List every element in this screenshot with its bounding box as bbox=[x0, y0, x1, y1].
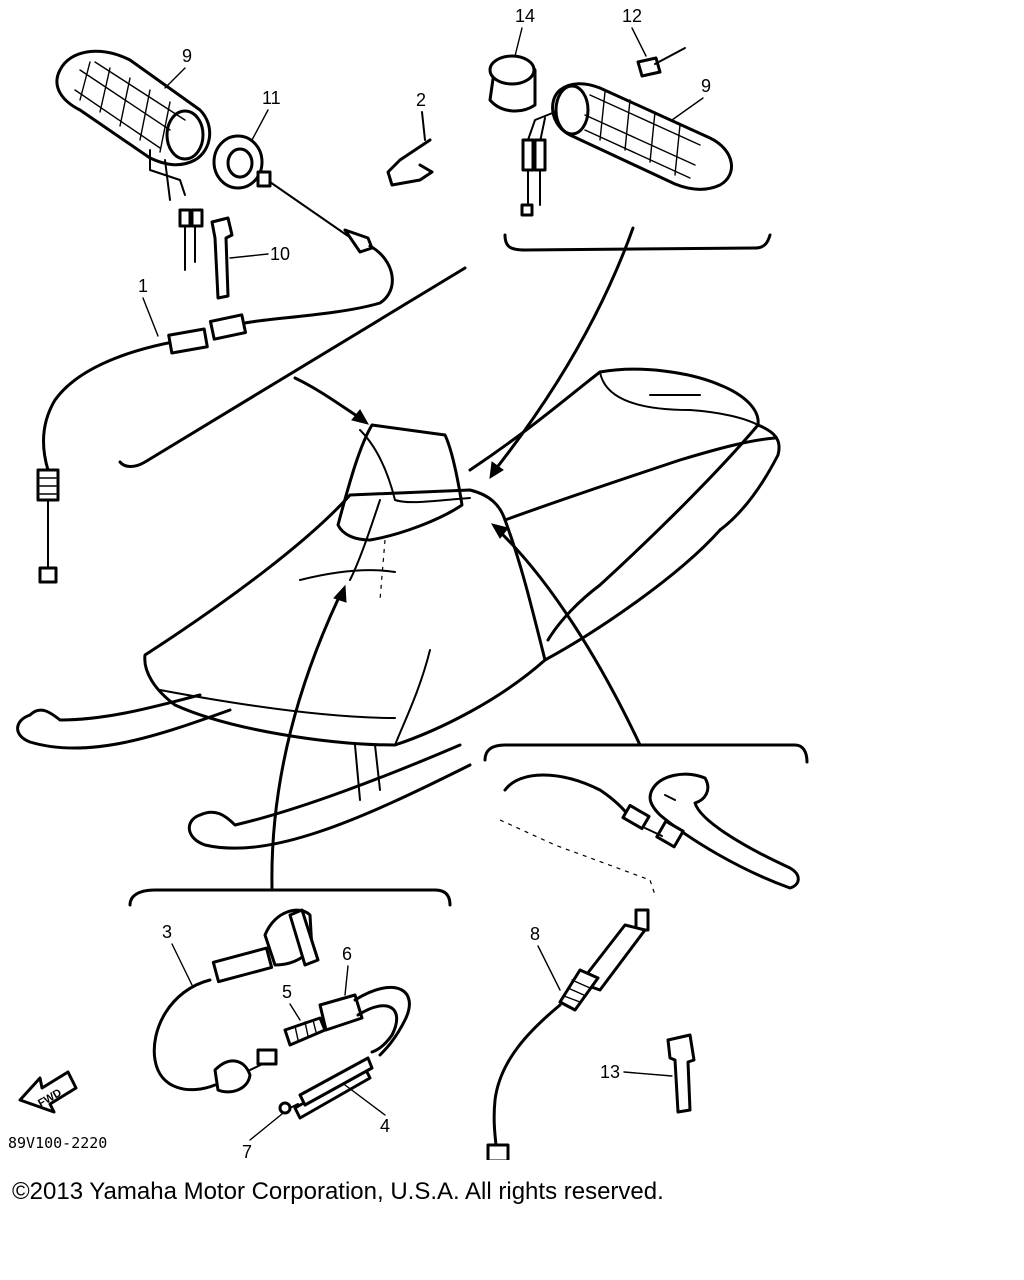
part-5-choke-knob bbox=[283, 1016, 327, 1047]
callout-2: 2 bbox=[416, 90, 426, 110]
part-3-choke-cable bbox=[152, 908, 320, 1094]
diagram-code: 89V100-2220 bbox=[8, 1134, 107, 1152]
left-handlebar-grip bbox=[55, 49, 212, 271]
part-14-grip-end bbox=[488, 54, 537, 113]
callouts: 9 11 2 10 1 14 12 9 3 6 5 4 7 8 13 bbox=[138, 6, 711, 1160]
callout-14: 14 bbox=[515, 6, 535, 26]
left-handlebar-group bbox=[36, 49, 467, 584]
callout-9-left: 9 bbox=[182, 46, 192, 66]
copyright-notice: ©2013 Yamaha Motor Corporation, U.S.A. A… bbox=[12, 1178, 664, 1205]
part-4-wire bbox=[278, 1056, 374, 1120]
part-8-brake-cable bbox=[486, 908, 650, 1160]
part-6-cable bbox=[318, 985, 411, 1057]
callout-6: 6 bbox=[342, 944, 352, 964]
callout-12: 12 bbox=[622, 6, 642, 26]
part-11-collar bbox=[212, 134, 264, 190]
part-12-screw bbox=[636, 47, 686, 78]
part-2-clip bbox=[386, 111, 434, 187]
callout-9-right: 9 bbox=[701, 76, 711, 96]
callout-13: 13 bbox=[600, 1062, 620, 1082]
snowmobile-illustration bbox=[16, 367, 781, 850]
callout-8: 8 bbox=[530, 924, 540, 944]
choke-cable-group: FWD 89V100-2220 bbox=[8, 888, 452, 1152]
right-handlebar-grip bbox=[520, 82, 733, 217]
parts-diagram: FWD 89V100-2220 bbox=[8, 6, 809, 1160]
leader-arrows bbox=[270, 226, 642, 890]
part-10-cotter-pin bbox=[210, 216, 234, 300]
callout-1: 1 bbox=[138, 276, 148, 296]
callout-10: 10 bbox=[270, 244, 290, 264]
brake-lever-group bbox=[483, 743, 809, 1160]
right-handlebar-group bbox=[488, 47, 772, 252]
callout-5: 5 bbox=[282, 982, 292, 1002]
part-13-pin bbox=[666, 1033, 696, 1114]
callout-4: 4 bbox=[380, 1116, 390, 1136]
callout-3: 3 bbox=[162, 922, 172, 942]
part-1-throttle-cable bbox=[36, 170, 394, 584]
brake-cable-upper bbox=[503, 773, 685, 849]
fwd-direction-badge: FWD bbox=[18, 1070, 78, 1114]
callout-11: 11 bbox=[262, 88, 281, 108]
callout-7: 7 bbox=[242, 1142, 252, 1160]
brake-lever bbox=[648, 772, 800, 890]
